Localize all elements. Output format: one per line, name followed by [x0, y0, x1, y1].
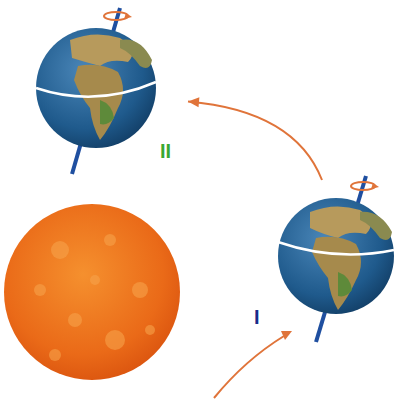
orbit-arrow — [188, 101, 322, 180]
position-label: I — [252, 306, 262, 328]
orbit-arrow — [214, 331, 292, 398]
earth-globe — [278, 176, 394, 342]
sun — [4, 204, 180, 380]
earth-position: II — [30, 20, 188, 168]
arrow-head — [188, 97, 199, 107]
earth-globe — [36, 8, 156, 174]
earth-position: I — [250, 180, 400, 346]
position-label: II — [158, 140, 173, 162]
orbit-line — [188, 101, 322, 180]
